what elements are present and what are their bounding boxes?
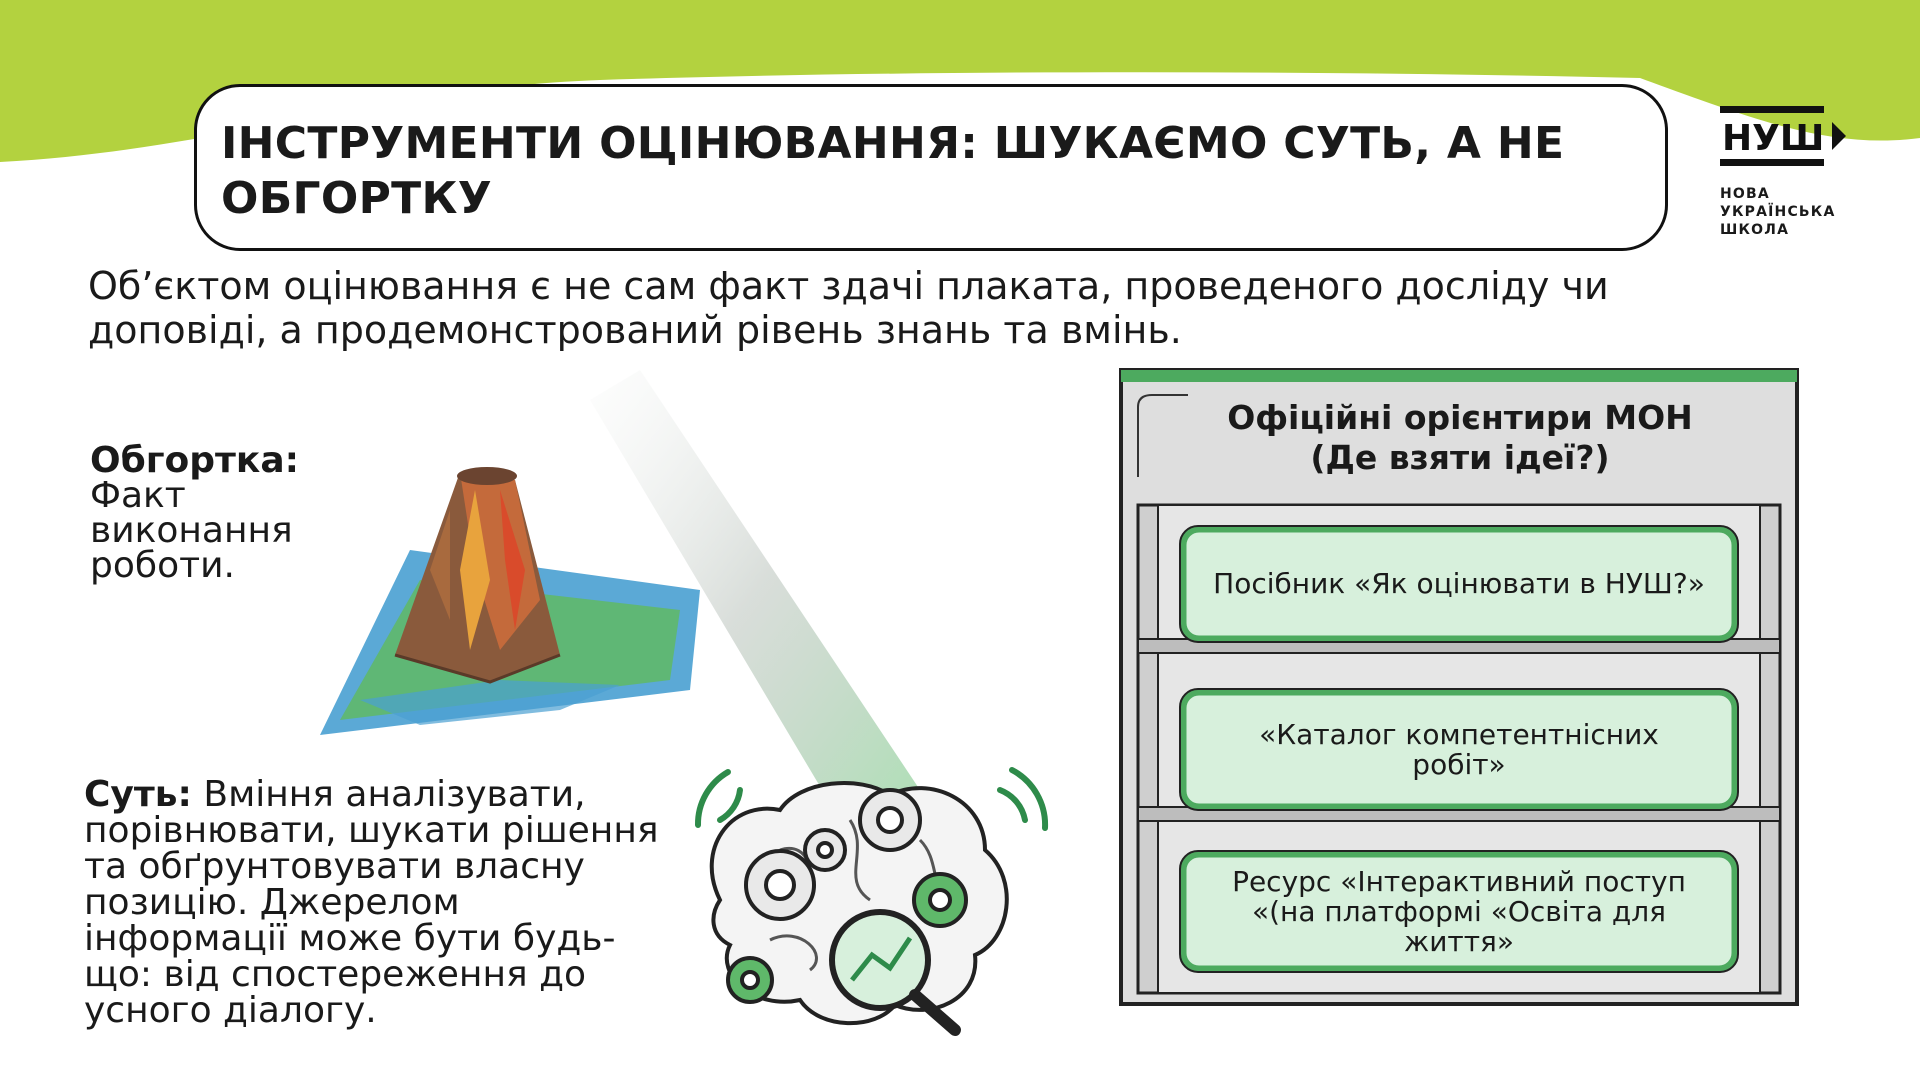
title-box [194,84,1668,251]
intro-text: Об’єктом оцінювання є не сам факт здачі … [88,264,1609,352]
shelf-item-resource[interactable]: Ресурс «Інтерактивний поступ «(на платфо… [1232,864,1686,958]
brain-gears-magnifier-illustration [694,767,1049,1036]
essence-text: Вміння аналізувати, порівнювати, шукати … [84,774,659,1031]
shelf-title-line-1: Офіційні орієнтири МОН [1227,398,1693,437]
shelf-title-line-2: (Де взяти ідеї?) [1310,438,1610,477]
wrapper-block: Обгортка: Факт виконання роботи. [90,440,350,586]
page-title: ІНСТРУМЕНТИ ОЦІНЮВАННЯ: ШУКАЄМО СУТЬ, А … [221,118,1565,224]
wrapper-text: Факт виконання роботи. [90,475,293,586]
volcano-model-illustration [320,467,700,735]
logo-line-3: ШКОЛА [1720,222,1790,238]
shelf-item-guide[interactable]: Посібник «Як оцінювати в НУШ?» [1213,567,1705,600]
shelf-title: Офіційні орієнтири МОН (Де взяти ідеї?) [1150,398,1770,478]
shelf-item-catalog[interactable]: «Каталог компетентнісних робіт» [1259,717,1659,781]
logo-line-1: НОВА [1720,186,1770,202]
shelf-panel [1119,368,1799,1006]
essence-label: Суть: [84,774,192,815]
header-green-wave [0,0,1920,162]
nush-logo-icon: НУШ [1720,106,1846,166]
logo-line-2: УКРАЇНСЬКА [1720,204,1836,220]
wrapper-label: Обгортка: [90,440,300,481]
spotlight-beam [590,370,920,820]
logo-text: НОВА УКРАЇНСЬКА ШКОЛА [1720,185,1890,239]
essence-block: Суть: Вміння аналізувати, порівнювати, ш… [84,777,674,1029]
logo-mark-text: НУШ [1722,118,1824,159]
